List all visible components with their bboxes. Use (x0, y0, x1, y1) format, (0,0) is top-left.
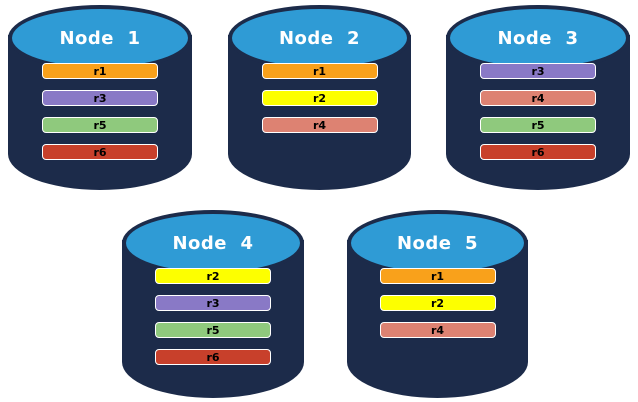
cylinder-top: Node 2 (228, 5, 411, 71)
cylinder-top: Node 5 (347, 210, 528, 276)
replica-bar-r6: r6 (155, 349, 271, 365)
database-node: Node 4 r2 r3 r5 r6 (122, 210, 304, 398)
replica-list: r2 r3 r5 r6 (122, 268, 304, 365)
replica-bar-r3: r3 (155, 295, 271, 311)
replica-bar-r6: r6 (42, 144, 158, 160)
replica-list: r1 r2 r4 (347, 268, 528, 338)
replica-bar-r4: r4 (261, 117, 378, 133)
replica-bar-r1: r1 (379, 268, 496, 284)
node-title: Node 5 (396, 232, 479, 254)
replica-bar-r1: r1 (261, 63, 378, 79)
node-title: Node 3 (497, 27, 579, 49)
replica-bar-r3: r3 (480, 63, 596, 79)
replica-list: r1 r3 r5 r6 (8, 63, 192, 160)
replica-list: r1 r2 r4 (228, 63, 411, 133)
replica-bar-r2: r2 (261, 90, 378, 106)
replica-bar-r4: r4 (480, 90, 596, 106)
replica-bar-r2: r2 (379, 295, 496, 311)
node-title: Node 4 (172, 232, 254, 254)
node-title: Node 1 (59, 27, 141, 49)
replica-list: r3 r4 r5 r6 (446, 63, 630, 160)
database-node: Node 1 r1 r3 r5 r6 (8, 5, 192, 190)
database-node: Node 3 r3 r4 r5 r6 (446, 5, 630, 190)
replica-bar-r1: r1 (42, 63, 158, 79)
database-node: Node 2 r1 r2 r4 (228, 5, 411, 190)
replica-bar-r5: r5 (42, 117, 158, 133)
cylinder-top: Node 3 (446, 5, 630, 71)
replica-bar-r2: r2 (155, 268, 271, 284)
replica-bar-r6: r6 (480, 144, 596, 160)
replica-bar-r3: r3 (42, 90, 158, 106)
cylinder-top: Node 4 (122, 210, 304, 276)
node-title: Node 2 (278, 27, 361, 49)
database-node: Node 5 r1 r2 r4 (347, 210, 528, 398)
replica-bar-r5: r5 (155, 322, 271, 338)
cylinder-top: Node 1 (8, 5, 192, 71)
replica-bar-r4: r4 (379, 322, 496, 338)
replica-bar-r5: r5 (480, 117, 596, 133)
